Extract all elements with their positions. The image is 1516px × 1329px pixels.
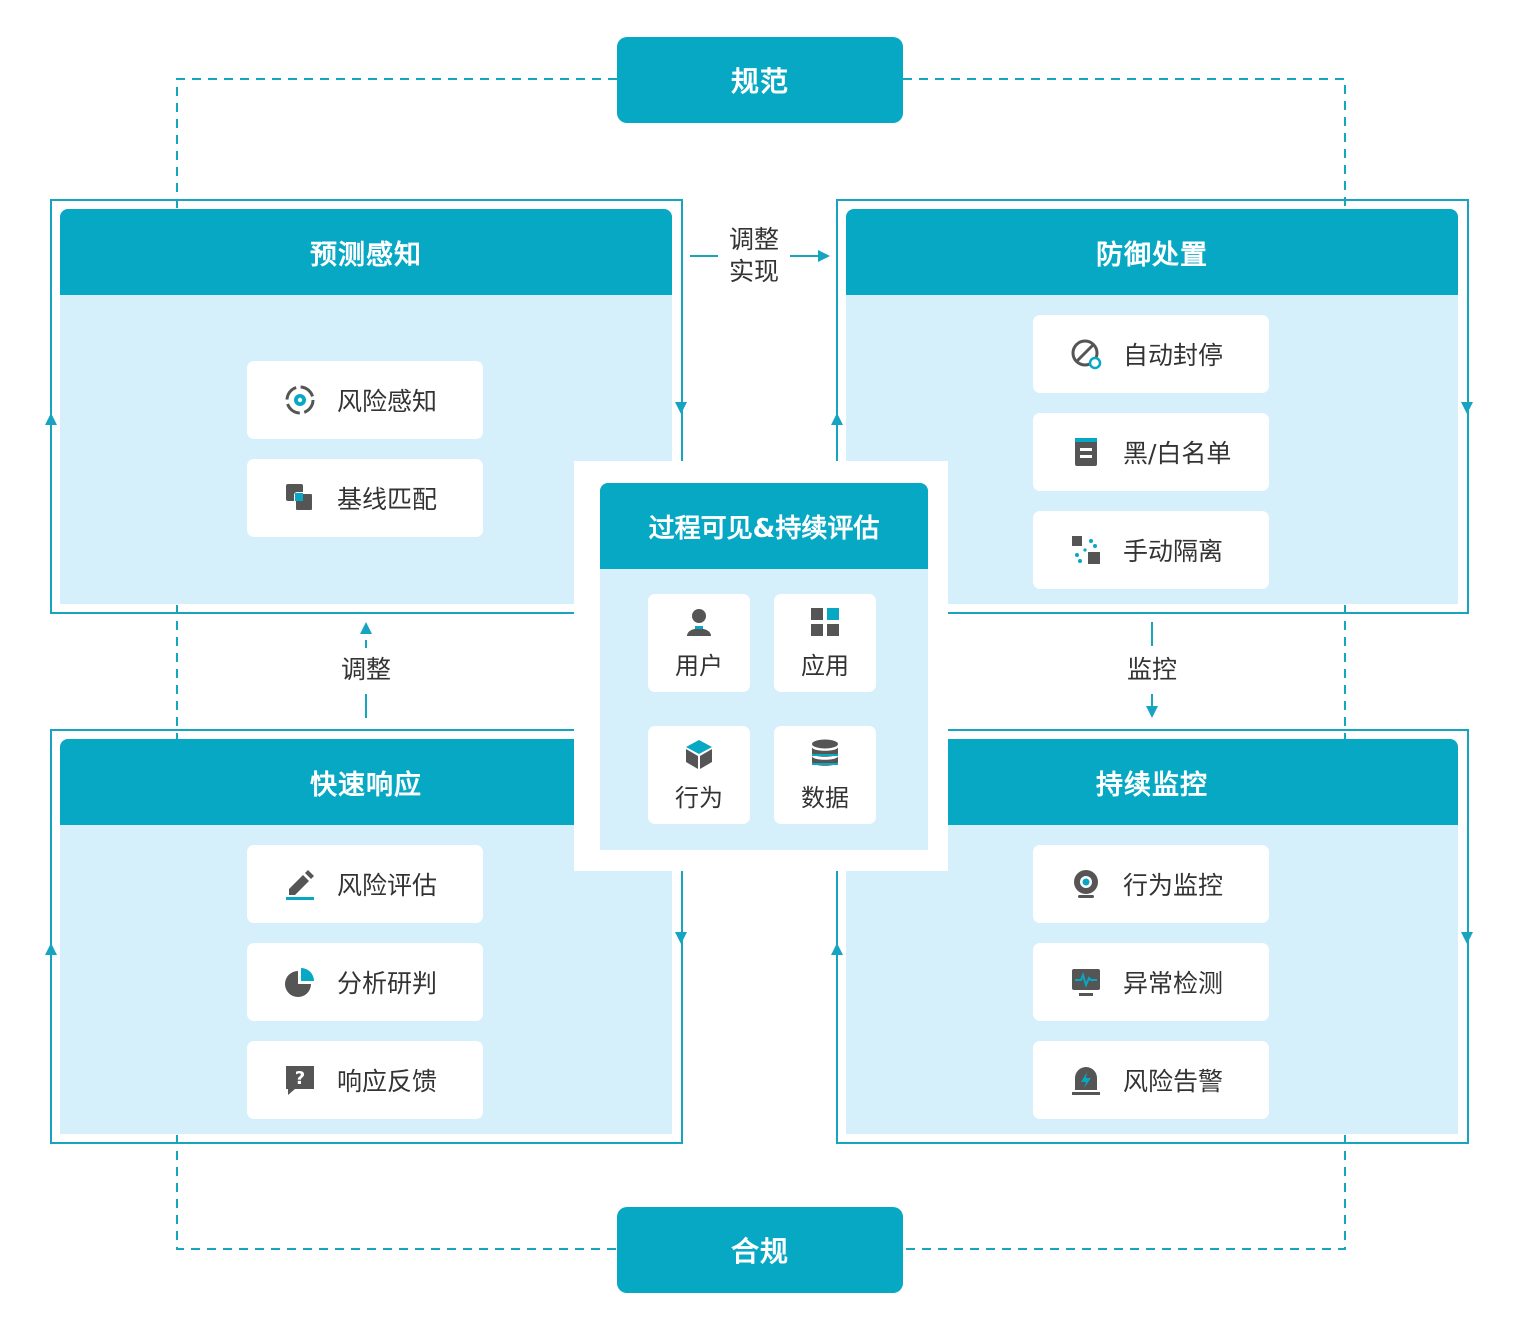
item-anomaly-detection[interactable]: 异常检测 xyxy=(1033,943,1269,1021)
tile-user[interactable]: 用户 xyxy=(648,594,750,692)
connector-label-line1: 调整 xyxy=(728,225,779,254)
norms-pill: 规范 xyxy=(617,37,903,123)
frame-bottom-left xyxy=(50,729,683,1144)
svg-text:?: ? xyxy=(295,1068,305,1089)
panel-monitoring: 持续监控 行为监控 异常检测 风险告警 xyxy=(846,739,1458,1134)
connector-label-adjust-implement: 调整 实现 xyxy=(718,224,790,288)
frame-top-right xyxy=(836,199,1469,614)
item-response-feedback[interactable]: ? 响应反馈 xyxy=(247,1041,483,1119)
pie-chart-icon xyxy=(283,965,317,999)
item-risk-assessment[interactable]: 风险评估 xyxy=(247,845,483,923)
cube-icon xyxy=(686,739,712,769)
connector-label-monitor: 监控 xyxy=(1112,654,1192,686)
item-label: 异常检测 xyxy=(1123,969,1224,998)
tile-label: 用户 xyxy=(675,651,723,680)
item-label: 手动隔离 xyxy=(1123,537,1224,566)
center-title: 过程可见&持续评估 xyxy=(600,483,928,569)
user-icon xyxy=(687,608,711,636)
frame-top-left xyxy=(50,199,683,614)
panel-prediction: 预测感知 风险感知 基线匹配 xyxy=(60,209,672,604)
connector-label-line2: 实现 xyxy=(728,257,779,286)
tile-label: 行为 xyxy=(675,783,723,812)
panel-response: 快速响应 风险评估 分析研判 ? 响应反馈 xyxy=(60,739,672,1134)
item-label: 风险感知 xyxy=(337,387,438,416)
item-black-white-list[interactable]: 黑/白名单 xyxy=(1033,413,1269,491)
question-icon: ? xyxy=(283,1063,317,1097)
frame-bottom-right xyxy=(836,729,1469,1144)
tile-behavior[interactable]: 行为 xyxy=(648,726,750,824)
database-icon xyxy=(812,739,838,766)
connector-label-adjust: 调整 xyxy=(326,654,406,686)
pencil-icon xyxy=(283,867,317,901)
monitor-pulse-icon xyxy=(1069,965,1103,999)
camera-icon xyxy=(1069,867,1103,901)
panel-defense: 防御处置 自动封停 黑/白名单 手动隔离 xyxy=(846,209,1458,604)
layers-icon xyxy=(283,481,317,515)
item-label: 黑/白名单 xyxy=(1123,439,1232,468)
item-manual-isolation[interactable]: 手动隔离 xyxy=(1033,511,1269,589)
tile-label: 应用 xyxy=(801,651,849,680)
target-icon xyxy=(283,383,317,417)
compliance-pill: 合规 xyxy=(617,1207,903,1293)
tile-data[interactable]: 数据 xyxy=(774,726,876,824)
item-risk-perception[interactable]: 风险感知 xyxy=(247,361,483,439)
item-label: 自动封停 xyxy=(1123,341,1224,370)
item-behavior-monitor[interactable]: 行为监控 xyxy=(1033,845,1269,923)
alarm-icon xyxy=(1069,1063,1103,1097)
tile-apps[interactable]: 应用 xyxy=(774,594,876,692)
item-label: 风险评估 xyxy=(337,871,438,900)
item-label: 响应反馈 xyxy=(337,1067,438,1096)
item-label: 基线匹配 xyxy=(337,485,438,514)
tile-label: 数据 xyxy=(801,783,849,812)
item-label: 风险告警 xyxy=(1123,1067,1224,1096)
item-label: 行为监控 xyxy=(1123,871,1224,900)
isolate-icon xyxy=(1069,533,1103,567)
item-risk-alert[interactable]: 风险告警 xyxy=(1033,1041,1269,1119)
panel-title: 快速响应 xyxy=(60,739,672,825)
ban-icon xyxy=(1069,337,1103,371)
apps-grid-icon xyxy=(811,607,839,636)
item-auto-block[interactable]: 自动封停 xyxy=(1033,315,1269,393)
item-baseline-match[interactable]: 基线匹配 xyxy=(247,459,483,537)
panel-title: 防御处置 xyxy=(846,209,1458,295)
item-label: 分析研判 xyxy=(337,969,438,998)
item-analysis[interactable]: 分析研判 xyxy=(247,943,483,1021)
center-panel: 过程可见&持续评估 用户 应用 行为 数据 xyxy=(600,483,928,850)
panel-title: 预测感知 xyxy=(60,209,672,295)
list-icon xyxy=(1069,435,1103,469)
panel-title: 持续监控 xyxy=(846,739,1458,825)
